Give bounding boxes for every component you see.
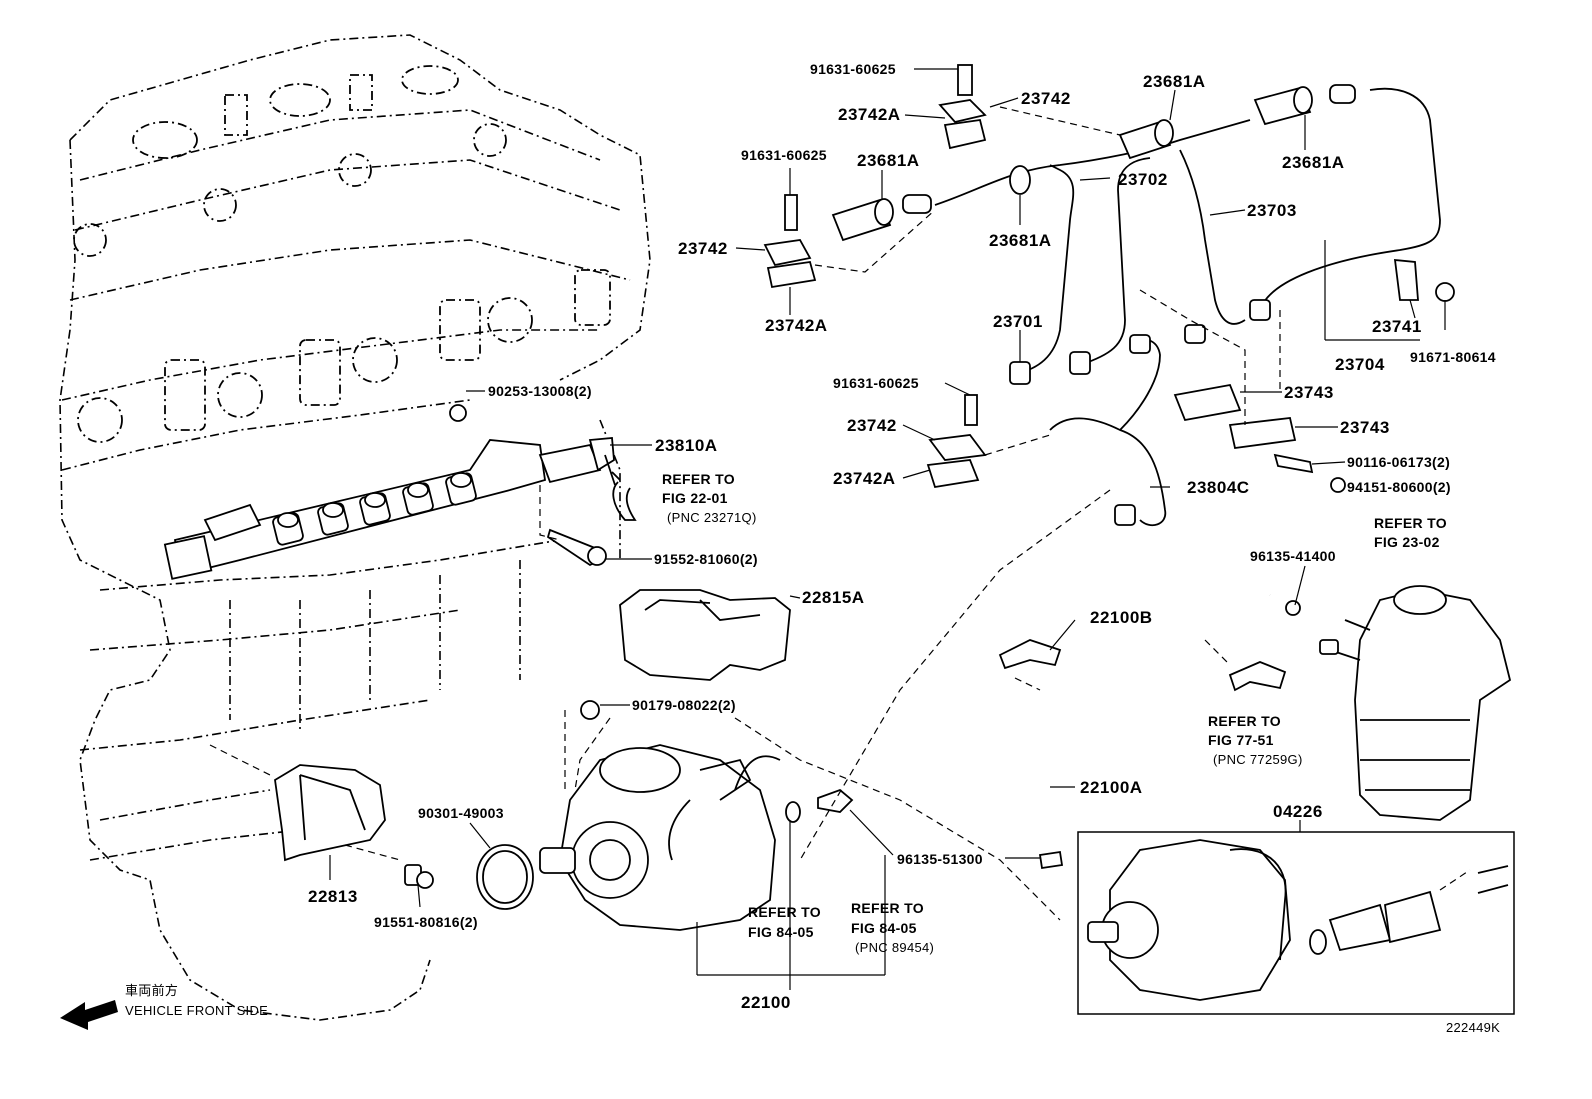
label-91671-80614: 91671-80614 bbox=[1410, 349, 1496, 365]
kit-04226-contents bbox=[1087, 839, 1509, 1001]
label-23743-b: 23743 bbox=[1340, 418, 1390, 437]
label-refer-77-51-pnc: (PNC 77259G) bbox=[1213, 752, 1303, 767]
label-91551-80816: 91551-80816(2) bbox=[374, 914, 478, 930]
label-04226: 04226 bbox=[1273, 802, 1323, 821]
label-23742a-low: 23742A bbox=[833, 469, 896, 488]
label-23742a-top: 23742A bbox=[838, 105, 901, 124]
label-90301-49003: 90301-49003 bbox=[418, 805, 504, 821]
label-22815a: 22815A bbox=[802, 588, 865, 607]
label-90253-13008: 90253-13008(2) bbox=[488, 383, 592, 399]
fuel-hose-22100a bbox=[1044, 544, 1271, 851]
label-96135-51300: 96135-51300 bbox=[897, 851, 983, 867]
label-91552-81060: 91552-81060(2) bbox=[654, 551, 758, 567]
bracket-22813 bbox=[274, 764, 386, 862]
label-figure-id: 222449K bbox=[1446, 1020, 1500, 1035]
label-22100a: 22100A bbox=[1080, 778, 1143, 797]
label-refer-84-05-a-line1: REFER TO bbox=[748, 904, 821, 920]
supply-pump-22100 bbox=[539, 700, 781, 931]
oring-90301 bbox=[476, 844, 534, 910]
label-refer-22-01-line2: FIG 22-01 bbox=[662, 490, 728, 506]
nozzle-seals bbox=[831, 84, 1356, 242]
label-23804c: 23804C bbox=[1187, 478, 1250, 497]
kit-04226-box bbox=[1077, 831, 1515, 1015]
label-refer-84-05-b-line2: FIG 84-05 bbox=[851, 920, 917, 936]
label-refer-23-02-line2: FIG 23-02 bbox=[1374, 534, 1440, 550]
clip-22100b bbox=[998, 639, 1062, 670]
label-91631-60625-left: 91631-60625 bbox=[741, 147, 827, 163]
label-22100: 22100 bbox=[741, 993, 791, 1012]
label-22100b: 22100B bbox=[1090, 608, 1153, 627]
label-23681a-left: 23681A bbox=[857, 151, 920, 170]
label-23810a: 23810A bbox=[655, 436, 718, 455]
label-23703: 23703 bbox=[1247, 201, 1297, 220]
part-labels: 91631-60625 23742 23742A 91631-60625 236… bbox=[125, 61, 1500, 1035]
fuel-filter bbox=[1319, 585, 1512, 821]
nut-90179 bbox=[580, 700, 600, 720]
leader-lines bbox=[209, 68, 1471, 990]
clamps bbox=[763, 64, 1455, 493]
cover-22815a bbox=[619, 589, 791, 681]
label-23701: 23701 bbox=[993, 312, 1043, 331]
label-refer-77-51-line1: REFER TO bbox=[1208, 713, 1281, 729]
label-front-jp: 車両前方 bbox=[125, 983, 178, 998]
label-refer-84-05-pnc: (PNC 89454) bbox=[855, 940, 934, 955]
label-refer-23-02-line1: REFER TO bbox=[1374, 515, 1447, 531]
label-23681a-top: 23681A bbox=[1143, 72, 1206, 91]
label-90116-06173: 90116-06173(2) bbox=[1347, 454, 1450, 470]
label-23741: 23741 bbox=[1372, 317, 1422, 336]
common-rail bbox=[163, 437, 637, 580]
arrow-left-icon bbox=[60, 1000, 118, 1030]
label-96135-41400: 96135-41400 bbox=[1250, 548, 1336, 564]
label-23681a-mid: 23681A bbox=[989, 231, 1052, 250]
label-22813: 22813 bbox=[308, 887, 358, 906]
label-refer-84-05-b-line1: REFER TO bbox=[851, 900, 924, 916]
label-23742a-left: 23742A bbox=[765, 316, 828, 335]
label-91631-60625-low: 91631-60625 bbox=[833, 375, 919, 391]
label-23742-top: 23742 bbox=[1021, 89, 1071, 108]
label-23742-low: 23742 bbox=[847, 416, 897, 435]
label-23681a-right: 23681A bbox=[1282, 153, 1345, 172]
label-refer-84-05-a-line2: FIG 84-05 bbox=[748, 924, 814, 940]
engine-block-outline bbox=[59, 34, 651, 1021]
label-refer-22-01-line1: REFER TO bbox=[662, 471, 735, 487]
label-23704: 23704 bbox=[1335, 355, 1385, 374]
label-front-en: VEHICLE FRONT SIDE bbox=[125, 1003, 268, 1018]
oring-small bbox=[785, 801, 801, 823]
bolt-90253 bbox=[449, 404, 467, 422]
label-91631-60625-top: 91631-60625 bbox=[810, 61, 896, 77]
label-refer-22-01-pnc: (PNC 23271Q) bbox=[667, 510, 757, 525]
label-23743-a: 23743 bbox=[1284, 383, 1334, 402]
label-23702: 23702 bbox=[1118, 170, 1168, 189]
label-refer-77-51-line2: FIG 77-51 bbox=[1208, 732, 1274, 748]
label-94151-80600: 94151-80600(2) bbox=[1347, 479, 1451, 495]
label-90179-08022: 90179-08022(2) bbox=[632, 697, 736, 713]
label-23742-left: 23742 bbox=[678, 239, 728, 258]
